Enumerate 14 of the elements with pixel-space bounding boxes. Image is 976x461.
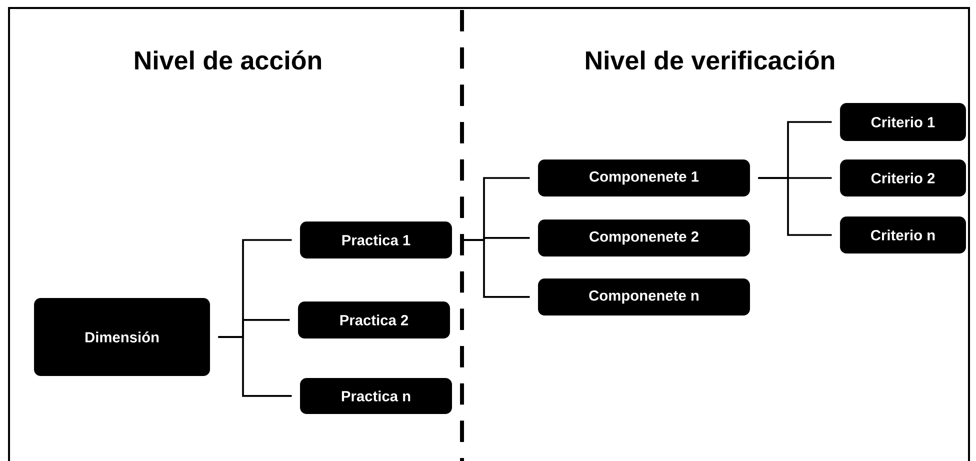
process-box: Componenete 1 [538, 160, 750, 196]
process-box: Criterio 2 [840, 160, 966, 196]
process-box: Practica 2 [298, 302, 450, 338]
process-box: Criterio n [840, 216, 966, 254]
connector [218, 336, 292, 397]
process-box: Practica n [300, 378, 452, 414]
heading: Nivel de verificación [586, 50, 834, 70]
process-box: Componenete n [538, 278, 750, 316]
heading: Nivel de acción [135, 50, 321, 70]
process-box: Criterio 1 [840, 103, 966, 141]
process-box: Practica 1 [300, 222, 452, 258]
process-box: Componenete 2 [538, 220, 750, 256]
process-box: Dimensión [34, 298, 210, 376]
connector [758, 177, 832, 236]
